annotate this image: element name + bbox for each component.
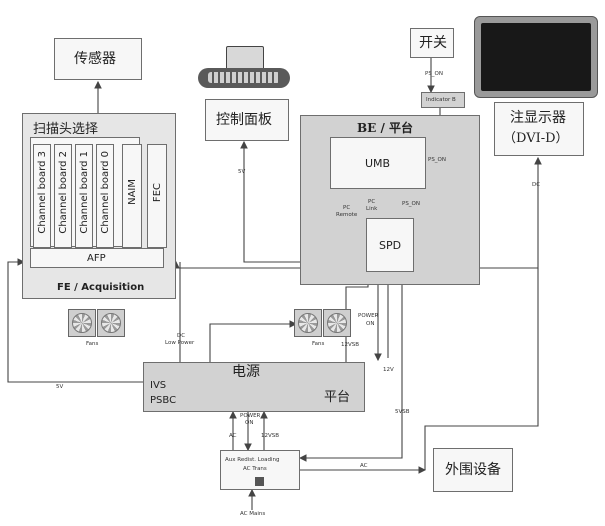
signal-5v-control: 5V <box>238 169 246 175</box>
fec-label: FEC <box>152 183 163 203</box>
be-platform-label: BE / 平台 <box>357 121 414 135</box>
channel-board-2: Channel board 2 <box>54 144 72 248</box>
power-supply-block: 电源 IVS PSBC 平台 <box>143 362 365 412</box>
signal-dc-display: DC <box>532 182 541 188</box>
channel-board-0: Channel board 0 <box>96 144 114 248</box>
ac-inlet-icon <box>255 477 264 486</box>
signal-power-on-spd-1: POWER <box>358 313 379 319</box>
signal-12v: 12V <box>383 367 394 373</box>
signal-dc-low-power-1: DC <box>177 333 186 339</box>
ac-dist-label-line1: Aux Redist. Loading <box>225 457 280 463</box>
power-platform-label: 平台 <box>324 390 351 405</box>
indicator-label: Indicator B <box>426 97 456 103</box>
power-title-label: 电源 <box>232 364 260 380</box>
peripheral-label: 外围设备 <box>445 462 501 478</box>
signal-ac-peripheral: AC <box>360 463 368 469</box>
channel-board-1: Channel board 1 <box>75 144 93 248</box>
channel-board-2-label: Channel board 2 <box>58 151 69 234</box>
signal-12vsb-top: 12VSB <box>341 342 360 348</box>
channel-board-3: Channel board 3 <box>33 144 51 248</box>
switch-block[interactable]: 开关 <box>410 28 454 58</box>
naim-board: NAIM <box>122 144 142 248</box>
ac-dist-label-line2: AC Trans <box>243 466 267 472</box>
control-panel-label: 控制面板 <box>216 112 272 128</box>
sensor-block: 传感器 <box>54 38 142 80</box>
fan-left-a <box>68 309 96 337</box>
channel-board-3-label: Channel board 3 <box>37 151 48 234</box>
signal-pc-remote-2: Remote <box>336 212 358 218</box>
fan-mid-a <box>294 309 322 337</box>
umb-block: UMB <box>330 137 426 189</box>
channel-board-0-label: Channel board 0 <box>100 151 111 234</box>
switch-label: 开关 <box>419 35 447 51</box>
spd-block: SPD <box>366 218 414 272</box>
fans-label-mid: Fans <box>312 341 325 347</box>
signal-ac-mains: AC Mains <box>240 511 266 517</box>
signal-ps-on-mid: PS_ON <box>428 157 447 163</box>
afp-label: AFP <box>87 253 106 264</box>
spd-label: SPD <box>379 239 402 252</box>
indicator-block: Indicator B <box>421 92 465 108</box>
scan-head-select-label: 扫描头选择 <box>33 122 99 137</box>
naim-label: NAIM <box>127 179 138 205</box>
signal-pc-link-1: PC <box>368 199 376 205</box>
signal-pc-link-2: Link <box>366 206 378 212</box>
signal-power-on-bottom-2: ON <box>245 420 254 426</box>
power-psbc-label: PSBC <box>150 395 177 406</box>
afp-bar: AFP <box>30 248 164 268</box>
signal-5vsb: 5VSB <box>395 409 410 415</box>
signal-pc-remote-1: PC <box>343 205 351 211</box>
fans-label-left: Fans <box>86 341 99 347</box>
ac-distribution-block: Aux Redist. Loading AC Trans <box>220 450 300 490</box>
signal-power-on-spd-2: ON <box>366 321 375 327</box>
display-block: 注显示器 （DVI-D） <box>494 102 584 156</box>
signal-12vsb-bottom: 12VSB <box>261 433 280 439</box>
power-ivs-label: IVS <box>150 380 167 391</box>
control-panel-block: 控制面板 <box>205 99 289 141</box>
signal-dc-low-power-2: Low Power <box>165 340 195 346</box>
signal-5v-left: 5V <box>56 384 64 390</box>
sensor-label: 传感器 <box>74 51 116 67</box>
umb-label: UMB <box>365 157 391 170</box>
signal-pwr-on: PS_ON <box>402 201 421 207</box>
signal-ac-left: AC <box>229 433 237 439</box>
signal-ps-on-top: PS_ON <box>425 71 444 77</box>
fan-mid-b <box>323 309 351 337</box>
fan-left-b <box>97 309 125 337</box>
keyboard-icon <box>198 46 290 92</box>
fec-board: FEC <box>147 144 167 248</box>
display-label-line1: 注显示器 <box>510 110 566 126</box>
peripheral-block: 外围设备 <box>433 448 513 492</box>
monitor-icon <box>474 16 598 98</box>
signal-power-on-bottom-1: POWER <box>240 413 261 419</box>
channel-board-1-label: Channel board 1 <box>79 151 90 234</box>
fe-acquisition-label: FE / Acquisition <box>57 282 145 293</box>
display-label-line2: （DVI-D） <box>503 131 569 146</box>
